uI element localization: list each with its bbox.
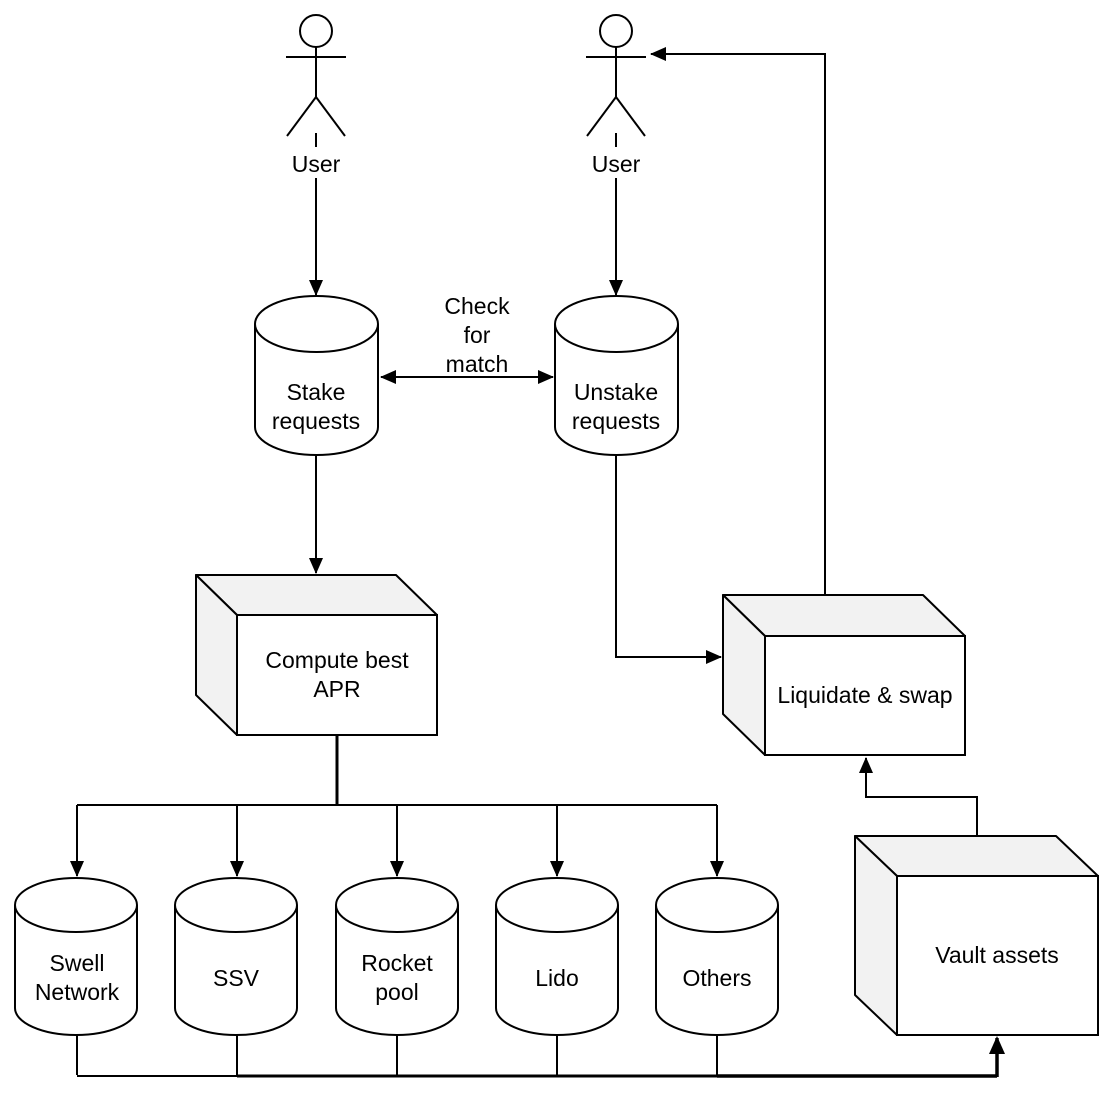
cylinder-rim [254, 323, 379, 353]
cylinder-shape [14, 877, 138, 1036]
cylinder-rim [655, 904, 779, 933]
user2-label-bg [588, 147, 644, 178]
actor-leg-left [286, 96, 317, 137]
cylinder-rim [174, 904, 298, 933]
others-label: Others [682, 965, 751, 991]
cylinder-shape [655, 877, 779, 1036]
node-compute-best-apr [195, 574, 438, 736]
cylinder-shape [495, 877, 619, 1036]
cylinder-shape [174, 877, 298, 1036]
rocket-pool-label-line1: Rocket [361, 950, 433, 976]
cube-front-face [236, 614, 438, 736]
compute-best-apr-label-line2: APR [313, 676, 360, 702]
node-unstake-requests [554, 295, 679, 456]
actor-head-icon [299, 14, 333, 48]
actor-leg-left [586, 96, 617, 137]
user2-label: User [592, 151, 641, 177]
unstake-requests-label-line2: requests [572, 408, 660, 434]
cylinder-shape [554, 295, 679, 456]
user1-label-bg [288, 147, 344, 178]
node-vault-assets [854, 835, 1099, 1036]
lido-label: Lido [535, 965, 578, 991]
ssv-label: SSV [213, 965, 260, 991]
node-lido [495, 877, 619, 1036]
vault-assets-label: Vault assets [935, 942, 1059, 968]
actor-user-1 [286, 14, 346, 137]
liquidate-swap-label: Liquidate & swap [777, 682, 952, 708]
stake-requests-label-line1: Stake [287, 379, 346, 405]
node-others [655, 877, 779, 1036]
node-ssv [174, 877, 298, 1036]
user1-label: User [292, 151, 341, 177]
cylinder-rim [335, 904, 459, 933]
actor-leg-right [615, 96, 646, 137]
check-for-match-label-line1: Check [444, 293, 510, 319]
cylinder-rim [554, 323, 679, 353]
cube-front-face [896, 875, 1099, 1036]
node-rocket-pool [335, 877, 459, 1036]
cylinder-shape [254, 295, 379, 456]
labels: User User Check for match Stake requests… [35, 147, 1059, 1005]
swell-network-label-line1: Swell [50, 950, 105, 976]
edge-liquidate-to-user2 [650, 47, 826, 595]
edge-unstake-to-liquidate [615, 456, 722, 664]
stake-requests-label-line2: requests [272, 408, 360, 434]
cylinder-rim [14, 904, 138, 933]
edge-vault-to-liquidate [859, 757, 978, 836]
node-stake-requests [254, 295, 379, 456]
node-swell-network [14, 877, 138, 1036]
actor-head-icon [599, 14, 633, 48]
node-liquidate-swap [722, 594, 966, 756]
cylinder-shape [335, 877, 459, 1036]
unstake-requests-label-line1: Unstake [574, 379, 658, 405]
rocket-pool-label-line2: pool [375, 979, 418, 1005]
actor-leg-right [315, 96, 346, 137]
check-for-match-label-line2: for [464, 322, 491, 348]
cylinder-rim [495, 904, 619, 933]
compute-best-apr-label-line1: Compute best [265, 647, 409, 673]
check-for-match-label-line3: match [446, 351, 509, 377]
swell-network-label-line2: Network [35, 979, 120, 1005]
cube-front-face [764, 635, 966, 756]
actor-user-2 [586, 14, 646, 137]
